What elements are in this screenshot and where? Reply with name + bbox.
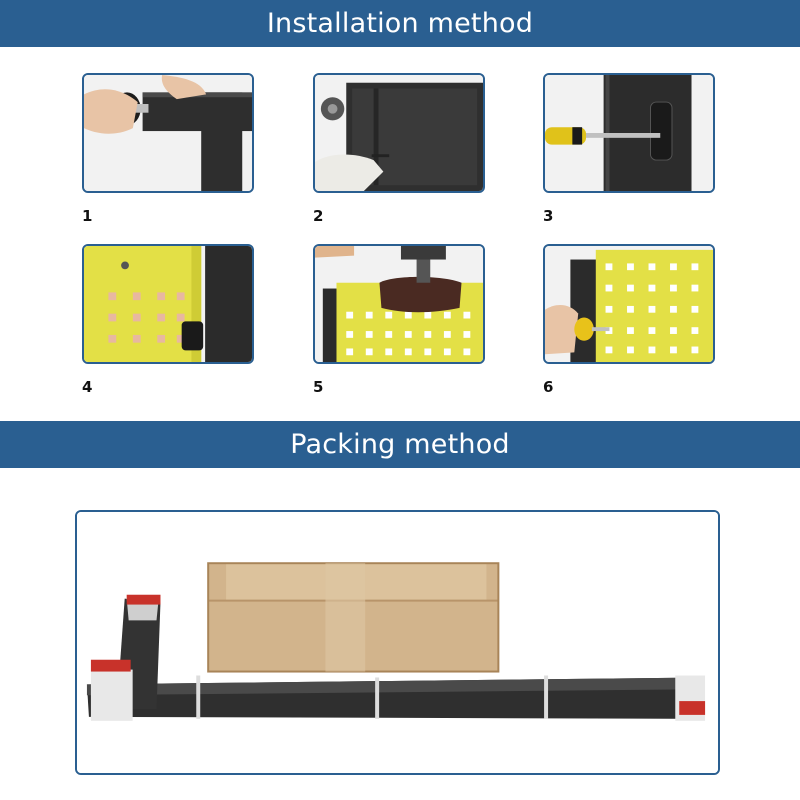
packing-image <box>75 510 720 775</box>
step-6-number: 6 <box>543 378 554 396</box>
step-3-number: 3 <box>543 207 554 225</box>
installation-method-title: Installation method <box>266 8 534 39</box>
step-2-number: 2 <box>313 207 324 225</box>
packing-method-banner: Packing method <box>0 421 800 468</box>
step-5-number: 5 <box>313 378 324 396</box>
packing-method-title: Packing method <box>290 429 510 460</box>
step-4-image <box>82 244 254 364</box>
step-1-image <box>82 73 254 193</box>
step-4-number: 4 <box>82 378 93 396</box>
step-3-image <box>543 73 715 193</box>
step-2-image <box>313 73 485 193</box>
step-6-image <box>543 244 715 364</box>
installation-method-banner: Installation method <box>0 0 800 47</box>
step-5-image <box>313 244 485 364</box>
step-1-number: 1 <box>82 207 93 225</box>
